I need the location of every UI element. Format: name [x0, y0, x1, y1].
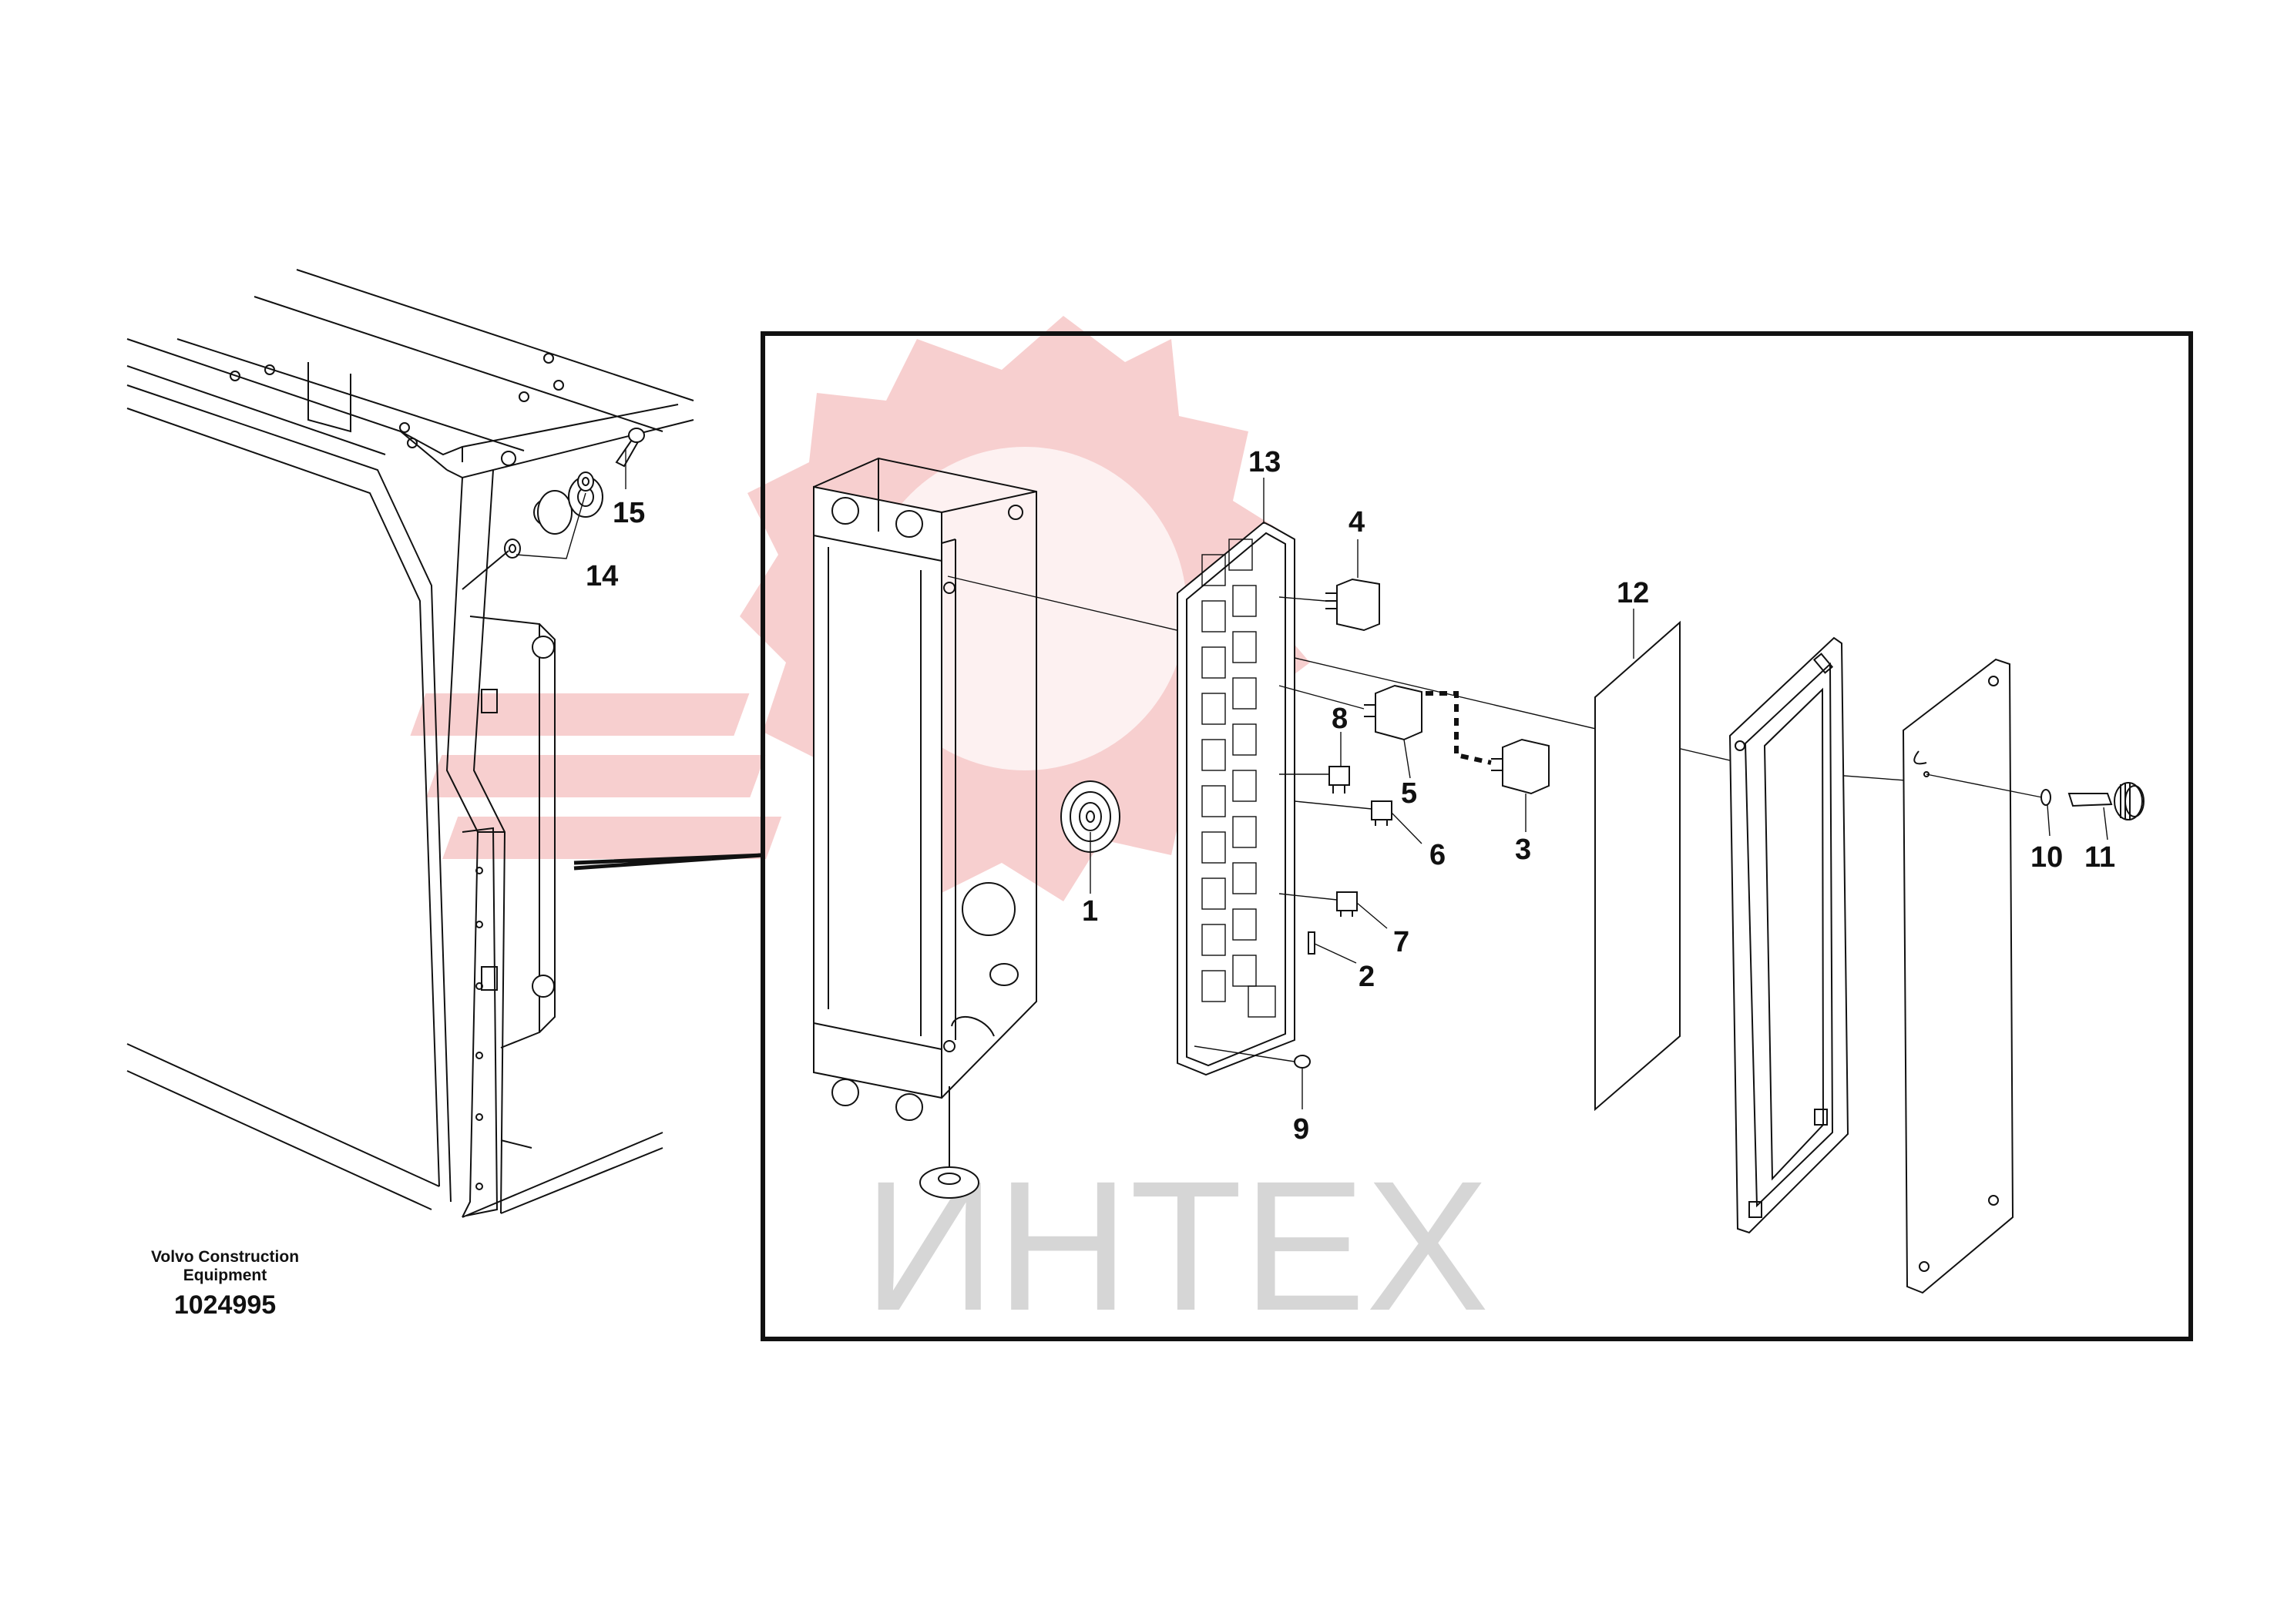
screw-part-9 — [1194, 1045, 1311, 1109]
callout-15: 15 — [613, 497, 645, 529]
callout-6: 6 — [1429, 839, 1446, 871]
relay-box-housing — [813, 457, 1037, 1199]
callout-7: 7 — [1393, 926, 1409, 958]
callout-3: 3 — [1515, 834, 1531, 866]
callout-5: 5 — [1401, 777, 1417, 810]
callout-13: 13 — [1248, 446, 1281, 478]
callout-10: 10 — [2030, 841, 2063, 874]
fuse-part-2 — [1308, 931, 1357, 964]
caption-line-2: Equipment — [183, 1267, 267, 1284]
cab-overview — [126, 269, 694, 1218]
knob-screw-part-11 — [2067, 782, 2145, 841]
relay-part-4 — [1278, 539, 1380, 632]
relay-part-5 — [1278, 684, 1422, 779]
callout-8: 8 — [1332, 703, 1348, 735]
callout-2: 2 — [1359, 961, 1375, 993]
relay-part-3 — [1426, 691, 1550, 832]
callout-12: 12 — [1617, 577, 1649, 609]
callout-1: 1 — [1082, 895, 1098, 928]
callout-4: 4 — [1349, 506, 1365, 539]
callout-14: 14 — [586, 560, 618, 592]
washer-part-10 — [1926, 773, 2051, 837]
grommet-part-1 — [1060, 780, 1120, 894]
cover-frame — [1728, 636, 1849, 1234]
detail-frame — [761, 331, 2193, 1341]
document-number: 1024995 — [174, 1290, 276, 1320]
fuse-part-8 — [1279, 732, 1350, 794]
caption-line-1: Volvo Construction — [151, 1248, 299, 1266]
callout-11: 11 — [2084, 841, 2115, 874]
cover-plate — [1902, 658, 2014, 1294]
fuse-part-7 — [1278, 891, 1388, 929]
callout-9: 9 — [1293, 1113, 1309, 1146]
fuse-part-6 — [1294, 800, 1422, 844]
label-sheet-part-12 — [1594, 609, 1681, 1112]
fuse-relay-board-part-13 — [1177, 478, 1295, 1076]
